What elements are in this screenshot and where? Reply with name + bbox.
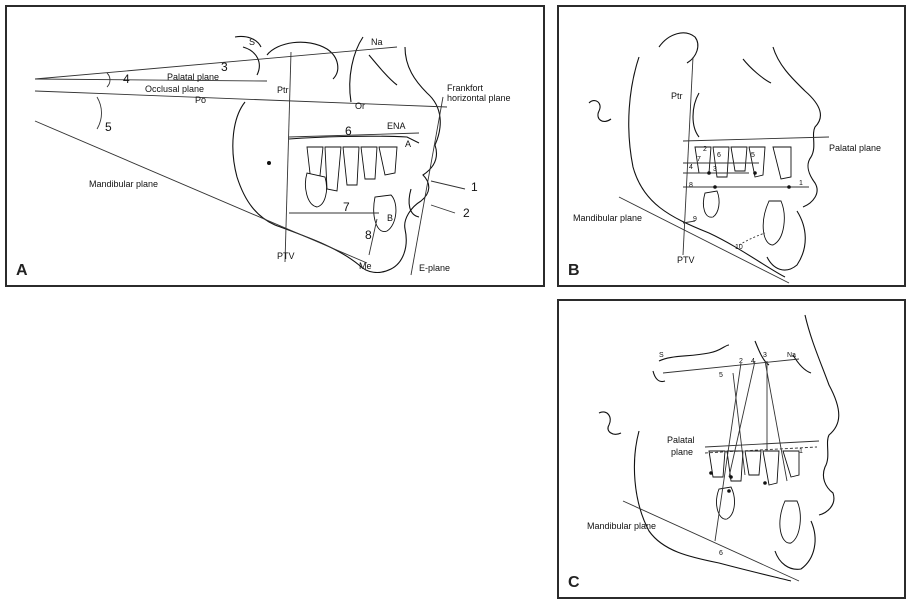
palatal-plane-label-line2: plane — [671, 447, 693, 457]
point-ptr-label: Ptr — [277, 85, 289, 95]
measure-8-label: 8 — [365, 228, 372, 242]
measure-3-label: 3 — [221, 60, 228, 74]
point-a-label: A — [405, 139, 411, 149]
panel-a-letter: A — [16, 262, 28, 279]
point-s-label: S — [249, 37, 255, 47]
cephalometric-tracing-c: S Na Palatal plane Mandibular plane 1 2 … — [587, 314, 840, 582]
measure-4-label: 4 — [123, 72, 130, 86]
occlusal-plane-label: Occlusal plane — [145, 84, 204, 94]
palatal-plane-label: Palatal plane — [829, 143, 881, 153]
point-ena-label: ENA — [387, 121, 406, 131]
measure-9-label: 9 — [693, 216, 697, 223]
panel-b: Ptr PTV Palatal plane Mandibular plane 1… — [557, 5, 906, 287]
measure-10-label: 10 — [735, 244, 743, 251]
measure-4-label: 4 — [751, 358, 755, 365]
panel-a: S Na Po Ptr Or ENA A B Me PTV E-plane Pa… — [5, 5, 545, 287]
point-or-label: Or — [355, 101, 365, 111]
measure-3-label: 3 — [763, 352, 767, 359]
panel-c: S Na Palatal plane Mandibular plane 1 2 … — [557, 299, 906, 599]
point-ptr-label: Ptr — [671, 91, 683, 101]
measure-1-label: 1 — [799, 180, 803, 187]
measure-7-label: 7 — [697, 156, 701, 163]
measure-6-label: 6 — [345, 124, 352, 138]
measure-6-label: 6 — [719, 550, 723, 557]
measure-8-label: 8 — [689, 182, 693, 189]
point-na-label: Na — [371, 37, 383, 47]
measure-5-label: 5 — [719, 372, 723, 379]
point-na-label: Na — [787, 352, 796, 359]
ptv-label: PTV — [677, 255, 695, 265]
measure-5-label: 5 — [751, 152, 755, 159]
point-b-label: B — [387, 213, 393, 223]
mandibular-plane-label: Mandibular plane — [573, 213, 642, 223]
measure-7-label: 7 — [343, 200, 350, 214]
measure-5-label: 5 — [105, 120, 112, 134]
measure-1-label: 1 — [471, 180, 478, 194]
cephalometric-tracing-b: Ptr PTV Palatal plane Mandibular plane 1… — [573, 32, 881, 284]
mandibular-plane-label: Mandibular plane — [587, 521, 656, 531]
palatal-plane-label: Palatal plane — [167, 72, 219, 82]
ptv-label: PTV — [277, 251, 295, 261]
frankfort-label-line1: Frankfort — [447, 83, 484, 93]
measure-1-label: 1 — [799, 448, 803, 455]
palatal-plane-label-line1: Palatal — [667, 435, 695, 445]
panel-c-letter: C — [568, 574, 580, 591]
measure-3-label: 3 — [713, 166, 717, 173]
cephalometric-tracing-a: S Na Po Ptr Or ENA A B Me PTV E-plane Pa… — [34, 35, 511, 276]
point-me-label: Me — [359, 261, 372, 271]
point-po-label: Po — [195, 95, 206, 105]
panel-b-letter: B — [568, 262, 580, 279]
point-s-label: S — [659, 352, 664, 359]
mandibular-plane-label: Mandibular plane — [89, 179, 158, 189]
measure-6-label: 6 — [717, 152, 721, 159]
measure-2-label: 2 — [463, 206, 470, 220]
frankfort-label-line2: horizontal plane — [447, 93, 511, 103]
measure-4-label: 4 — [689, 164, 693, 171]
measure-2-label: 2 — [703, 146, 707, 153]
measure-2-label: 2 — [739, 358, 743, 365]
e-plane-label: E-plane — [419, 263, 450, 273]
